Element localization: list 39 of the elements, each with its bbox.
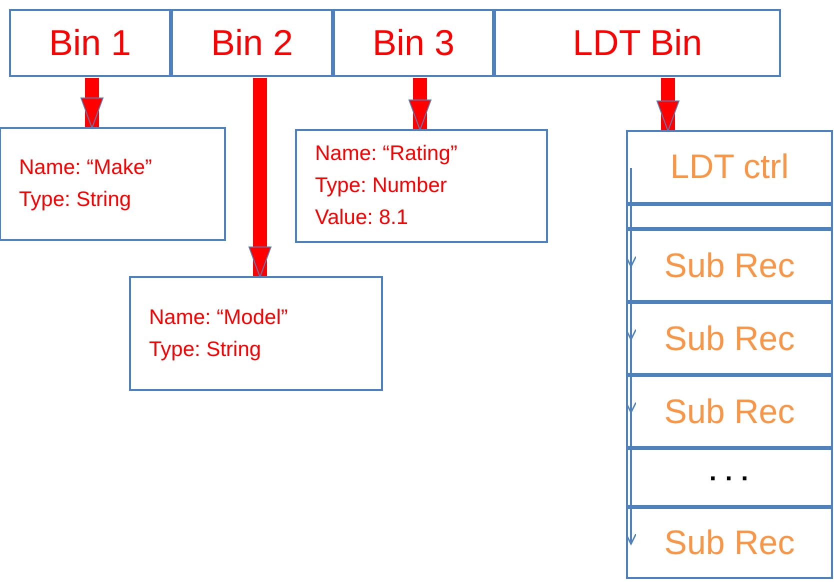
record-box [0,127,226,241]
node-text: Type: String [149,336,262,362]
arrow [625,266,637,340]
node-text: Value: 8.1 [315,205,408,231]
node-text: LDT Bin [572,25,702,61]
node-text: Sub Rec [664,394,795,428]
record-box [295,129,548,243]
node-text: LDT ctrl [670,150,789,184]
arrow [656,78,680,132]
bin-box [171,9,333,77]
record-row [626,375,833,448]
node-text: Type: Number [315,173,447,199]
node-text: Bin 2 [210,25,294,61]
node-text: Sub Rec [664,322,795,356]
arrow [625,218,637,268]
node-text: Name: “Rating” [315,141,458,167]
node-text: Name: “Model” [149,304,288,330]
bin-box [9,9,171,77]
arrow [625,340,637,414]
bin-box [494,9,781,77]
arrow [408,78,432,130]
empty-row [626,204,833,229]
node-text: Name: “Make” [19,155,152,181]
arrow [625,478,637,545]
arrow [248,78,272,278]
record-row [626,229,833,302]
node-text: · · · [709,464,750,490]
node-text: Sub Rec [664,526,795,560]
node-text: Sub Rec [664,248,795,282]
record-box [129,276,383,391]
record-row [626,130,833,204]
node-text: Type: String [19,187,132,213]
ellipsis-row [626,448,833,507]
record-row [626,302,833,375]
bin-box [333,9,494,77]
node-text: Bin 3 [372,25,455,61]
arrow [80,78,104,128]
record-row [626,507,833,579]
node-text: Bin 1 [48,25,132,61]
